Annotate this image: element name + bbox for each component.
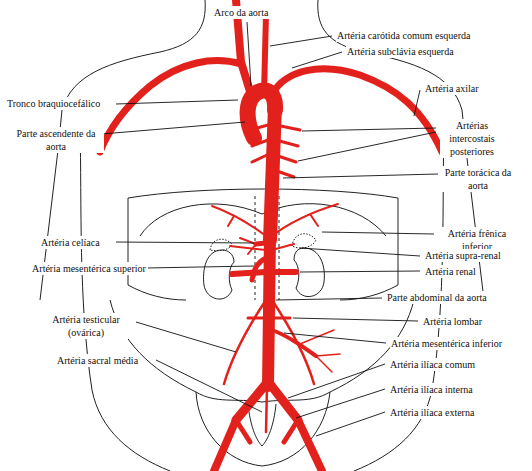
leader-line (300, 248, 420, 256)
leader-line (414, 90, 420, 116)
artery-label: Artéria ilíaca interna (389, 383, 474, 396)
artery-label: Artéria testicular (ovárica) (36, 313, 136, 339)
rib-cage (128, 189, 398, 300)
arteries (100, 0, 442, 471)
leader-line (302, 128, 436, 131)
leader-line (300, 271, 420, 272)
adrenal-gland (292, 234, 316, 248)
leader-line (296, 389, 385, 418)
adrenal-gland (210, 239, 232, 251)
lumbar-arteries (248, 317, 290, 320)
left-subclavian (272, 69, 442, 152)
intercostal-arteries (250, 125, 300, 177)
artery-label: Arco da aorta (213, 6, 269, 19)
artery-label: Artéria sacral média (56, 354, 139, 367)
leader-lines (102, 22, 438, 436)
body-outline (80, 130, 170, 471)
artery-label: Artérias intercostais posteriores (440, 119, 504, 158)
diaphragm (140, 204, 386, 236)
celiac-branches (240, 238, 256, 254)
artery-label: Parte torácica da aorta (442, 166, 514, 192)
leader-line (270, 36, 332, 46)
leader-line (116, 100, 238, 104)
thoracic-aorta (270, 106, 275, 240)
gonadal-arteries (224, 300, 314, 384)
leader-line (156, 360, 262, 412)
leader-line (288, 364, 385, 398)
leader-line (247, 22, 251, 86)
leader-line (116, 242, 254, 243)
leader-line (322, 232, 434, 234)
artery-label: Artéria mesentérica superior (30, 262, 148, 275)
artery-label: Parte abdominal da aorta (386, 291, 488, 304)
leader-line (276, 298, 382, 300)
suprarenal (230, 244, 294, 250)
artery-label: Artéria subclávia esquerda (346, 45, 455, 58)
left-carotid (264, 14, 266, 94)
leader-line (316, 412, 385, 436)
rib-cage (128, 198, 186, 300)
artery-label: Tronco braquiocefálico (6, 97, 101, 110)
artery-label: Parte ascendente da aorta (8, 127, 104, 153)
renal-arteries (232, 272, 296, 274)
body-outline (40, 0, 484, 471)
leader-line (146, 266, 254, 268)
artery-label: Artéria supra-renal (424, 249, 502, 262)
artery-label: Artéria ilíaca externa (389, 406, 475, 419)
artery-label: Artéria carótida comum esquerda (336, 29, 472, 42)
artery-label: Artéria mesentérica inferior (390, 337, 503, 350)
leader-line (293, 318, 418, 321)
artery-label: Artéria ilíaca comum (389, 358, 476, 371)
artery-label: Artéria celíaca (40, 236, 101, 249)
leader-line (136, 322, 236, 352)
sacrum (248, 404, 276, 446)
leader-line (292, 52, 342, 68)
artery-label: Artéria lombar (422, 315, 483, 328)
artery-label: Artéria renal (424, 265, 477, 278)
leader-line (284, 333, 386, 343)
right-subclavian (100, 61, 241, 152)
external-iliac (214, 420, 322, 471)
median-sacral (266, 386, 267, 432)
inferior-phrenic (212, 204, 338, 236)
superior-mesenteric (252, 258, 266, 280)
celiac-trunk (256, 243, 266, 244)
artery-label: Artéria axilar (424, 82, 480, 95)
arm-outline (40, 150, 58, 300)
leader-line (298, 132, 436, 161)
leader-line (102, 122, 245, 134)
leader-line (283, 174, 438, 178)
pelvis (196, 392, 330, 466)
